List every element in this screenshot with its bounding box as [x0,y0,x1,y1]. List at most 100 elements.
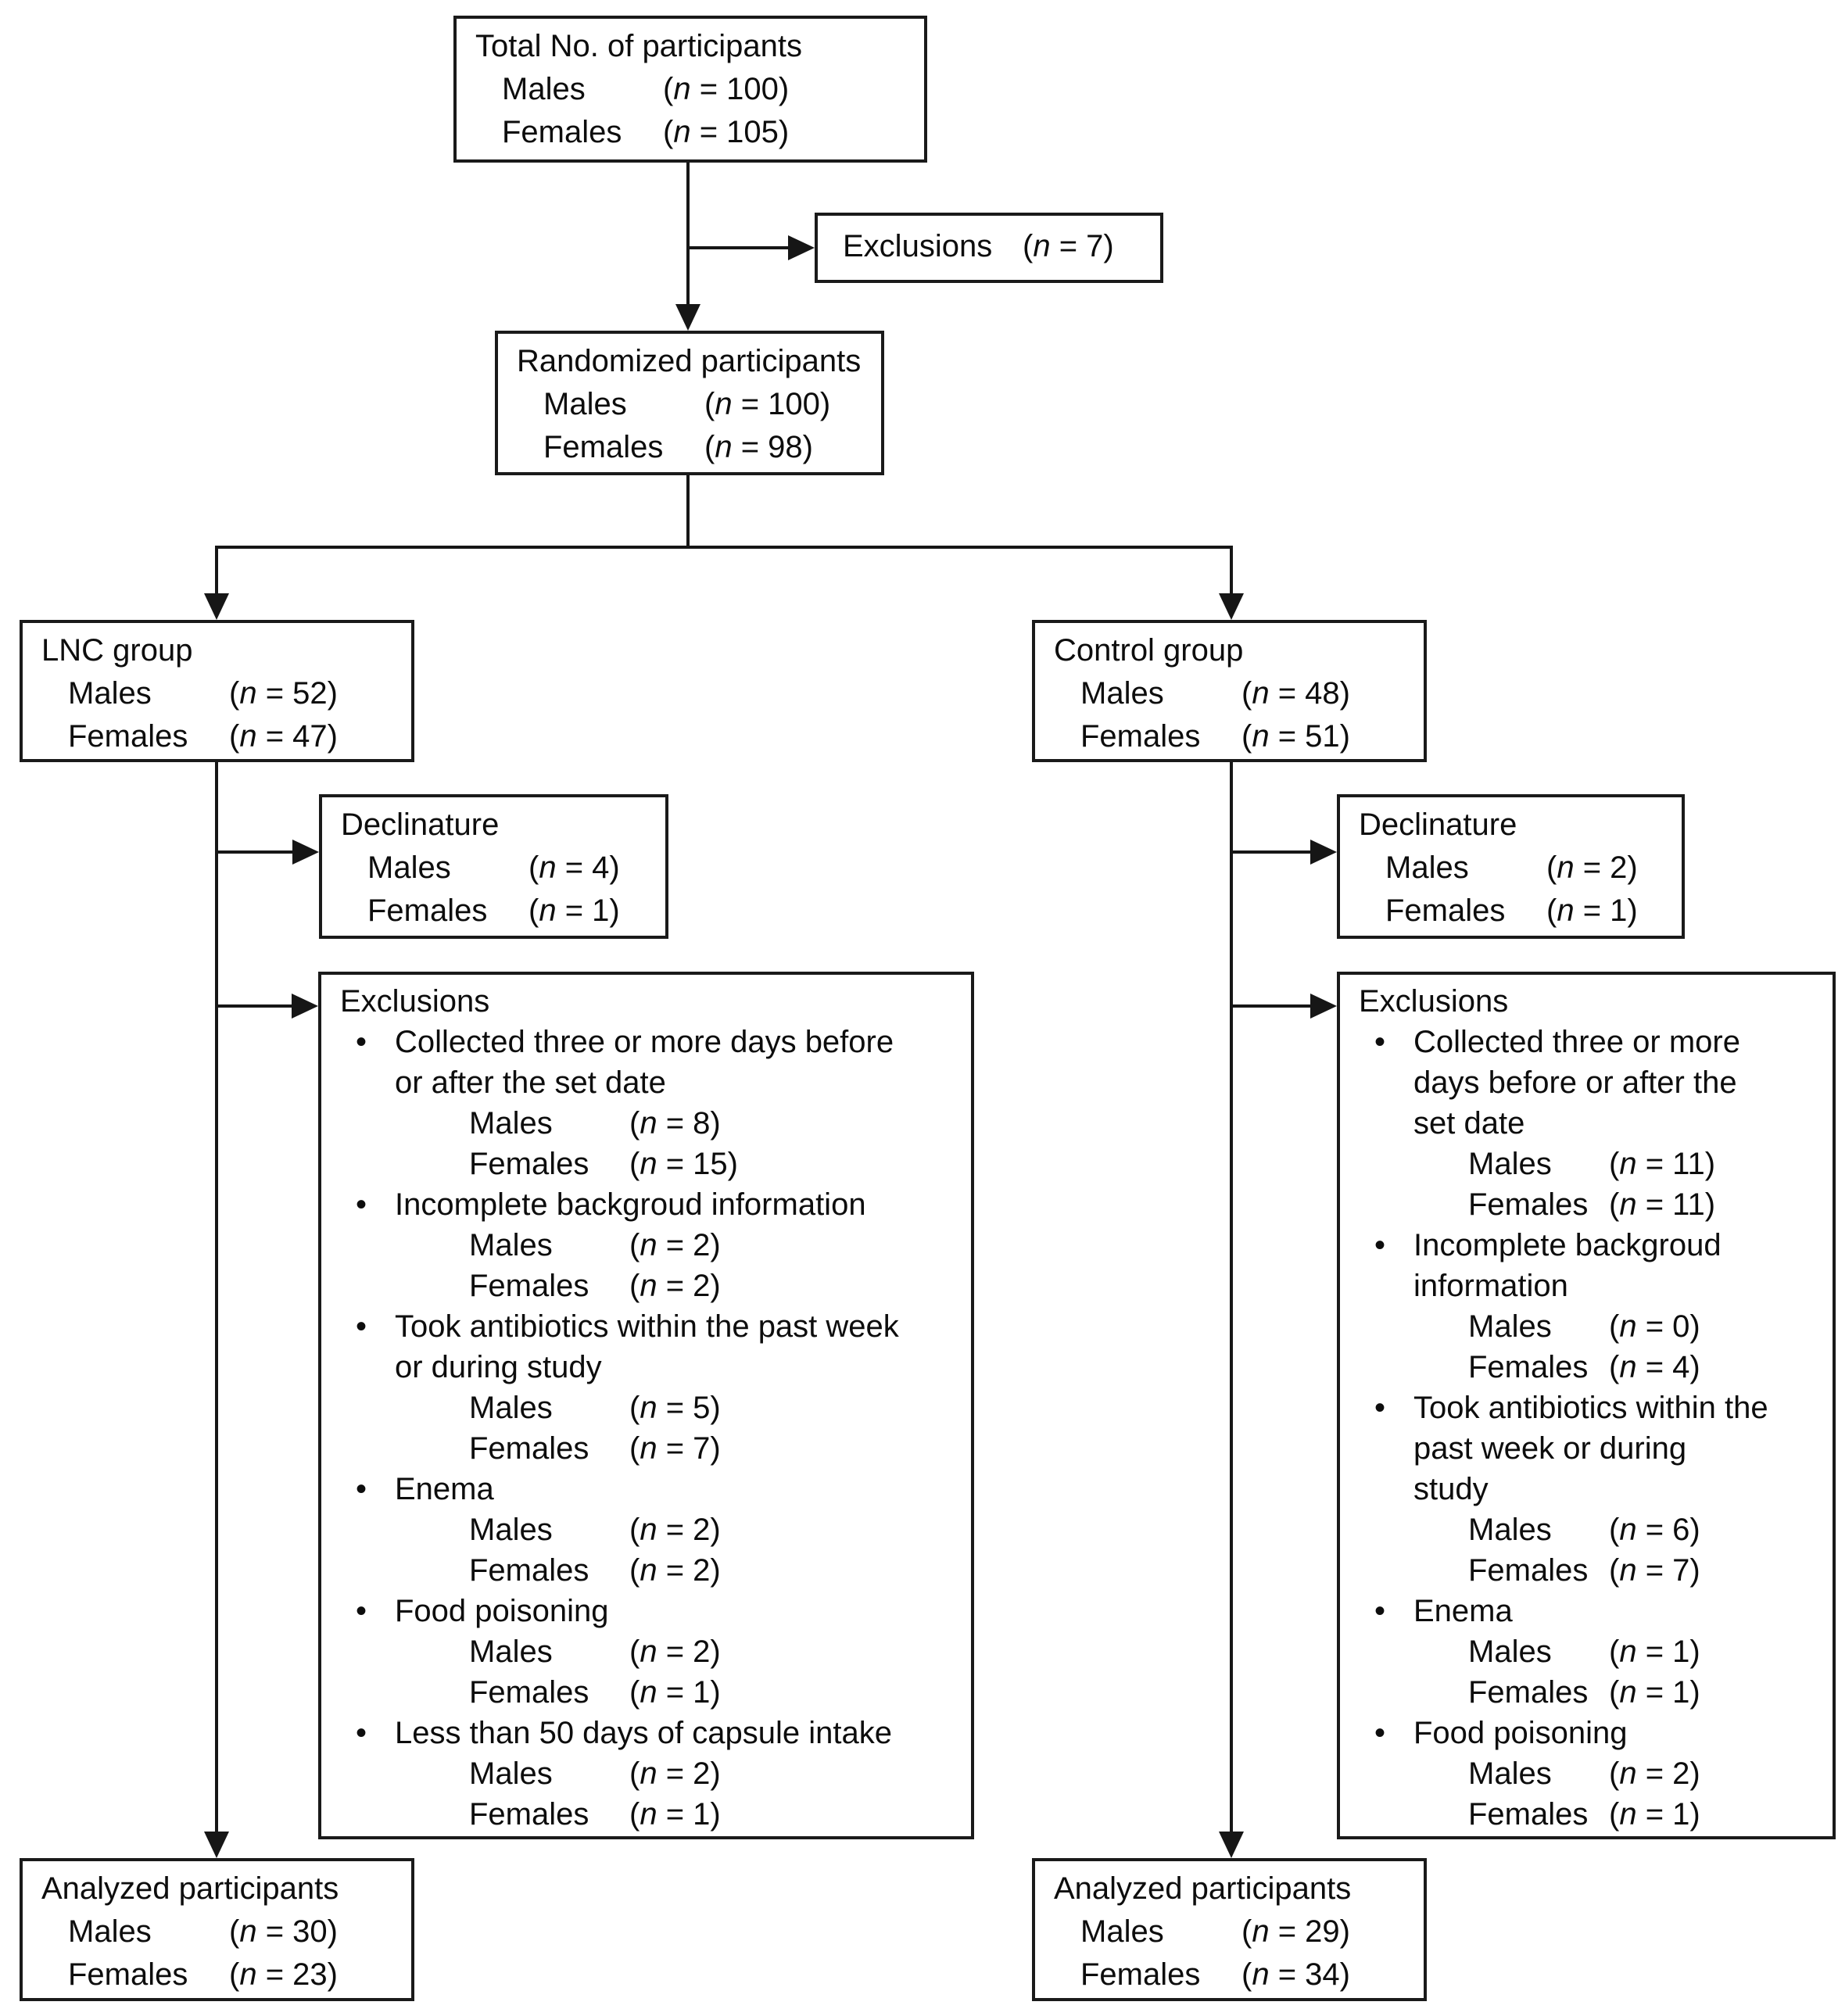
exclusion-reason: Incomplete backgroud information [395,1187,866,1222]
count-row: Females (n = 98) [517,426,870,469]
connector-line [686,163,690,306]
count-value: (n = 29) [1241,1914,1350,1949]
box-title: Exclusions [340,984,490,1019]
count-row: Males (n = 1) [1468,1635,1700,1669]
count-row: Exclusions (n = 7) [837,225,1149,268]
count-row: Females (n = 47) [41,715,400,758]
bullet-icon: • [356,1472,367,1506]
exclusion-item: • Collected three or more days before or… [1359,1022,1822,1225]
count-value: (n = 4) [528,850,620,885]
exclusion-item: • Incomplete backgroud information Males… [1359,1225,1822,1388]
randomized-participants-box: Randomized participants Males (n = 100) … [495,331,884,475]
count-row: Males (n = 2) [1468,1756,1700,1791]
box-title: Declinature [341,807,500,842]
bullet-icon: • [1374,1228,1386,1262]
connector-line [1230,762,1233,1833]
count-row: Females (n = 15) [469,1147,738,1181]
count-row: Males (n = 8) [469,1106,721,1140]
count-label: Females [68,1957,188,1992]
count-row: Females (n = 51) [1054,715,1413,758]
count-value: (n = 100) [704,387,831,421]
count-label: Females [543,430,664,464]
count-row: Males (n = 4) [341,847,654,890]
exclusion-item: • Enema Males (n = 2) Females (n = 2) [340,1469,960,1591]
exclusion-reason: Incomplete backgroud information [1413,1228,1722,1303]
count-row: Males (n = 100) [517,383,870,426]
count-value: (n = 1) [1546,893,1638,928]
count-row: Males (n = 5) [469,1391,721,1425]
count-value: (n = 1) [528,893,620,928]
declinature-control-box: Declinature Males (n = 2) Females (n = 1… [1337,794,1685,939]
count-row: Males (n = 2) [469,1756,721,1791]
count-row: Males (n = 30) [41,1910,400,1953]
analyzed-lnc-box: Analyzed participants Males (n = 30) Fem… [20,1858,414,2001]
count-value: (n = 7) [1023,229,1114,263]
arrow-down-icon [204,593,229,620]
box-title: Analyzed participants [1054,1871,1352,1906]
count-value: (n = 105) [663,115,790,149]
count-value: (n = 30) [229,1914,338,1949]
count-row: Males (n = 11) [1468,1147,1716,1181]
arrow-down-icon [1219,593,1244,620]
bullet-icon: • [356,1025,367,1059]
count-row: Males (n = 6) [1468,1513,1700,1547]
count-value: (n = 47) [229,719,338,754]
count-label: Females [68,719,188,754]
count-row: Males (n = 48) [1054,672,1413,715]
box-title: Declinature [1359,807,1517,842]
count-row: Females (n = 1) [1359,890,1671,933]
count-label: Exclusions [843,229,993,263]
total-participants-box: Total No. of participants Males (n = 100… [453,16,927,163]
count-value: (n = 2) [1546,850,1638,885]
box-title: Randomized participants [517,344,862,378]
connector-line [1231,850,1312,854]
arrow-right-icon [788,235,815,260]
count-value: (n = 34) [1241,1957,1350,1992]
count-label: Females [1080,1957,1201,1992]
exclusion-item: • Less than 50 days of capsule intake Ma… [340,1713,960,1835]
bullet-icon: • [356,1716,367,1750]
count-row: Females (n = 4) [1468,1350,1700,1384]
count-row: Females (n = 34) [1054,1953,1413,1996]
exclusion-item: • Food poisoning Males (n = 2) Females (… [1359,1713,1822,1835]
exclusion-item: • Incomplete backgroud information Males… [340,1184,960,1306]
count-value: (n = 51) [1241,719,1350,754]
exclusion-reason: Food poisoning [395,1594,609,1628]
exclusion-reason: Took antibiotics within the past week or… [1413,1391,1768,1506]
connector-line [215,546,1233,549]
analyzed-control-box: Analyzed participants Males (n = 29) Fem… [1032,1858,1427,2001]
count-label: Males [68,1914,152,1949]
connector-line [1231,1004,1312,1008]
exclusion-item: • Collected three or more days before or… [340,1022,960,1184]
bullet-icon: • [1374,1025,1386,1059]
bullet-icon: • [356,1187,367,1222]
connector-line [215,546,218,595]
exclusion-reason: Enema [395,1472,494,1506]
bullet-icon: • [1374,1716,1386,1750]
exclusion-item: • Took antibiotics within the past week … [340,1306,960,1469]
bullet-icon: • [1374,1594,1386,1628]
count-row: Females (n = 11) [1468,1187,1716,1222]
count-value: (n = 98) [704,430,813,464]
count-row: Females (n = 1) [1468,1797,1700,1832]
arrow-right-icon [292,994,318,1019]
count-row: Males (n = 100) [475,68,913,111]
exclusion-reason: Took antibiotics within the past week or… [395,1309,899,1384]
arrow-right-icon [1310,840,1337,865]
exclusion-reason: Food poisoning [1413,1716,1628,1750]
count-value: (n = 48) [1241,676,1350,711]
declinature-lnc-box: Declinature Males (n = 4) Females (n = 1… [319,794,668,939]
exclusion-reason: Less than 50 days of capsule intake [395,1716,892,1750]
control-group-box: Control group Males (n = 48) Females (n … [1032,620,1427,762]
exclusion-reason: Collected three or more days before or a… [1413,1025,1740,1140]
count-row: Males (n = 2) [469,1513,721,1547]
count-row: Males (n = 0) [1468,1309,1700,1344]
count-row: Females (n = 7) [469,1431,721,1466]
count-row: Females (n = 7) [1468,1553,1700,1588]
exclusion-item: • Took antibiotics within the past week … [1359,1388,1822,1591]
exclusions-top-box: Exclusions (n = 7) [815,213,1163,283]
exclusions-lnc-box: Exclusions • Collected three or more day… [318,972,974,1839]
connector-line [215,762,218,1833]
arrow-right-icon [1310,994,1337,1019]
count-label: Females [367,893,488,928]
